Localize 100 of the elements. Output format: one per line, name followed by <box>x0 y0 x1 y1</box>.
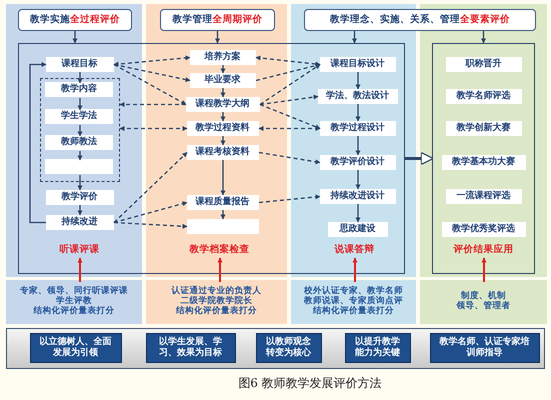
section-label: 说课答辩 <box>322 244 388 258</box>
process-box <box>46 214 114 230</box>
principle-box <box>344 332 410 362</box>
dashed-arrow <box>120 126 188 131</box>
principle-box <box>30 332 122 362</box>
process-box <box>190 72 256 88</box>
dashed-arrow <box>258 194 320 204</box>
box-text: 学法、教法设计 <box>326 90 389 102</box>
dashed-arrow <box>256 56 320 66</box>
arrow <box>78 205 82 216</box>
process-box <box>318 88 398 104</box>
box-text: 教学评价设计 <box>330 156 384 168</box>
box-text: 课程教学大纲 <box>196 98 250 110</box>
note-text: 校外认证专家、教学名师 <box>304 287 403 296</box>
section-label: 评价结果应用 <box>444 244 524 258</box>
process-box <box>320 56 396 72</box>
arrow <box>220 210 226 220</box>
arrow <box>220 88 226 98</box>
highlight-text: 全周期评价 <box>212 14 262 26</box>
arrow <box>72 31 78 44</box>
caption: 图6 教师教学发展评价方法 <box>237 375 383 392</box>
arrow <box>78 72 82 84</box>
note-text: 领导、管理者 <box>456 302 510 312</box>
banner-panel <box>6 328 545 369</box>
arrow <box>352 258 358 282</box>
box-text: 一流课程评选 <box>456 190 510 202</box>
header-box <box>160 9 275 31</box>
arrow <box>220 136 226 146</box>
note-text: 专家、领导、同行听课评课 <box>20 287 128 296</box>
process-box <box>446 56 522 72</box>
process-box <box>186 96 260 112</box>
box-text: 教学过程资料 <box>196 122 250 134</box>
dashed-arrow <box>114 64 190 82</box>
process-box <box>446 120 522 136</box>
box-text: 教学评价 <box>62 192 98 202</box>
arrow <box>356 136 360 156</box>
process-box <box>46 56 114 72</box>
highlight-text: 全要素评价 <box>460 14 510 26</box>
arrow <box>78 151 82 160</box>
principle-box <box>146 332 236 362</box>
dashed-arrow <box>258 126 320 131</box>
arrow <box>78 258 82 282</box>
process-box <box>320 154 396 170</box>
process-box <box>45 109 113 124</box>
arrow <box>78 175 82 190</box>
header-box <box>18 9 132 31</box>
process-box <box>320 188 396 204</box>
arrow <box>220 112 226 122</box>
process-box <box>446 188 522 204</box>
arrow <box>356 72 360 90</box>
dashed-arrow <box>114 201 188 224</box>
process-box <box>442 222 526 236</box>
box-text: 以学生发展、学习、效果为目标 <box>158 337 223 358</box>
arrow <box>78 98 82 110</box>
process-box <box>446 88 522 104</box>
box-text: 教学优秀奖评选 <box>452 224 515 234</box>
box-text: 教学内容 <box>61 84 97 95</box>
dashed-arrow <box>256 63 320 82</box>
process-box <box>320 120 396 136</box>
box-text: 课程质量报告 <box>196 196 250 208</box>
dashed-arrow <box>120 102 186 107</box>
arrow <box>218 258 222 282</box>
process-box <box>442 154 526 170</box>
note-text: 学生评教 <box>56 297 92 306</box>
arrow <box>356 104 360 122</box>
box-text: 持续改进 <box>62 216 98 228</box>
note-text: 结构化评价量表打分 <box>34 306 114 317</box>
box-text: 教学名师、认证专家培训师指导 <box>438 337 530 358</box>
highlight-text: 全过程评价 <box>70 14 120 26</box>
dashed-arrow <box>114 152 188 223</box>
arrow <box>78 125 82 136</box>
box-text: 以立德树人、全面发展为引领 <box>38 337 112 358</box>
section-label: 听课评课 <box>44 244 114 258</box>
arrow <box>481 31 486 44</box>
header-text: 教学实施 <box>30 14 70 26</box>
arrow <box>405 152 434 166</box>
process-box <box>186 144 258 160</box>
dashed-arrow <box>260 94 318 106</box>
process-box <box>186 120 258 136</box>
arrow <box>220 160 226 196</box>
note-text: 二级学院教学院长 <box>180 297 252 306</box>
arrow <box>215 31 220 44</box>
box-text: 持续改进设计 <box>330 190 384 202</box>
note-text: 结构化评价量表打分 <box>176 306 257 317</box>
note-text: 制度、机制 <box>461 292 506 302</box>
box-text: 教学基本功大赛 <box>452 156 515 168</box>
empty-box <box>45 159 113 174</box>
frame-box <box>432 43 535 274</box>
arrow <box>220 65 226 74</box>
box-text: 教学名师评选 <box>456 90 510 102</box>
arrow <box>352 31 357 44</box>
box-text: 课程目标 <box>62 58 98 70</box>
box-text: 教学创新大赛 <box>456 122 510 134</box>
header-box <box>304 9 536 31</box>
box-text: 课程考核资料 <box>196 146 250 158</box>
dashed-arrow <box>258 152 320 164</box>
process-box <box>186 194 258 210</box>
box-text: 学生学法 <box>61 111 97 122</box>
section-label: 教学档案检查 <box>174 244 264 258</box>
frame-box <box>18 43 405 274</box>
